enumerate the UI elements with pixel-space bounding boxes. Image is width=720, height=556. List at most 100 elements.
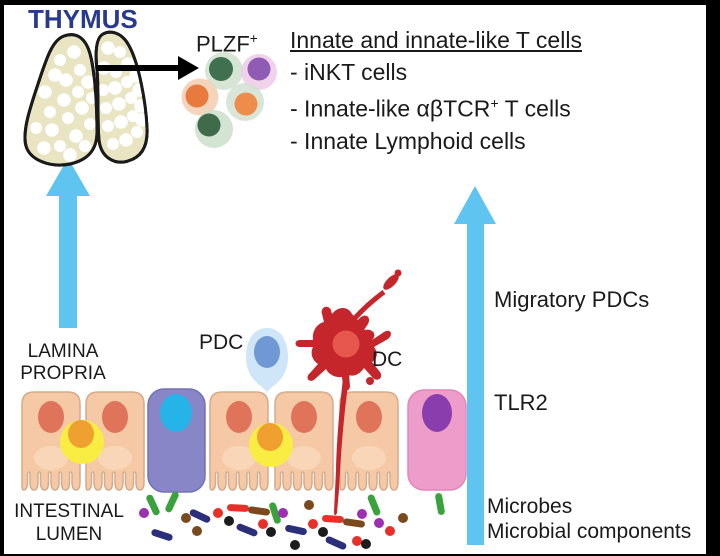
microbe-dot xyxy=(352,536,362,546)
epithelial-cell-nucleus xyxy=(291,401,317,433)
right-up-arrow xyxy=(454,186,496,545)
innate-list-heading: Innate and innate-like T cells xyxy=(290,27,582,53)
epithelial-cell-nucleus xyxy=(226,401,252,433)
thymus-dot xyxy=(45,123,59,137)
epithelial-cell xyxy=(339,391,399,491)
innate-list-item-abtcr: - Innate-like αβTCR+ T cells xyxy=(290,88,582,125)
thymus-dot xyxy=(119,133,133,147)
thymus-dot xyxy=(63,148,77,162)
lamina-propria-label: LAMINA PROPRIA xyxy=(10,341,116,385)
tlr2-cell-nucleus xyxy=(422,394,452,432)
abtcr-post: T cells xyxy=(498,95,571,122)
goblet-cell-2 xyxy=(249,423,293,467)
m-cell xyxy=(147,388,206,493)
goblet-cell-1-nucleus xyxy=(68,420,94,448)
microbial-components-label: Microbial components xyxy=(487,520,692,543)
microbe-dot xyxy=(192,526,202,536)
lumen-line1: INTESTINAL xyxy=(14,501,124,522)
microbe-dot xyxy=(308,519,318,529)
microbe-rod xyxy=(165,491,179,513)
lamina-line2: PROPRIA xyxy=(20,363,106,384)
migratory-pdcs-label: Migratory PDCs xyxy=(494,287,650,312)
innate-list-item-ilc: - Innate Lymphoid cells xyxy=(290,127,526,154)
thymus-dot xyxy=(131,126,143,138)
frame-border-right xyxy=(706,0,720,556)
epithelial-cell xyxy=(209,391,269,491)
microbe-dot xyxy=(385,526,395,536)
microbe-rod xyxy=(367,494,381,516)
microbe-dot xyxy=(224,516,234,526)
microbe-dot xyxy=(398,513,408,523)
thymus-dot xyxy=(62,112,74,124)
thymus-illustration xyxy=(23,30,149,167)
microbe-dot xyxy=(278,508,288,518)
intestinal-lumen-label: INTESTINAL LUMEN xyxy=(10,500,128,546)
thymus-dot xyxy=(100,102,112,114)
microbe-rod xyxy=(322,514,344,524)
thymus-dot xyxy=(38,85,52,99)
plzf-cell-cluster xyxy=(181,52,277,148)
microbe-dot xyxy=(258,519,268,529)
thymus-dot xyxy=(74,64,86,76)
dc-transepithelial-dendrite xyxy=(334,370,350,516)
microbe-dot xyxy=(357,509,367,519)
epithelium xyxy=(21,391,399,491)
lumen-line2: LUMEN xyxy=(35,524,103,545)
thymus-dot xyxy=(37,141,51,155)
dc-upper-dendrite xyxy=(352,289,386,321)
thymus-dot xyxy=(48,68,62,82)
microbes-label: Microbes xyxy=(487,495,573,518)
thymus-to-plzf-arrow xyxy=(96,56,199,80)
left-up-arrow xyxy=(46,158,90,328)
goblet-cell-2-nucleus xyxy=(257,423,283,451)
dc-cell xyxy=(295,269,402,516)
microbe-rod xyxy=(435,493,445,515)
microbe-rod xyxy=(248,506,270,516)
frame-border-left xyxy=(0,0,4,556)
thymus-dot xyxy=(108,81,122,95)
microbe-dot xyxy=(361,539,371,549)
microbe-rod xyxy=(151,529,173,541)
epithelial-cell xyxy=(21,391,81,491)
frame-border-top xyxy=(0,0,720,5)
microbe-rod xyxy=(285,524,307,536)
dc-nucleus xyxy=(332,330,360,358)
abtcr-sup: + xyxy=(490,96,499,112)
microbe-rod xyxy=(269,502,281,524)
epithelial-cell xyxy=(274,391,334,491)
thymus-dot xyxy=(57,93,71,107)
thymus-dot xyxy=(54,140,66,152)
plzf-label: PLZF+ xyxy=(196,31,258,57)
microbe-dot xyxy=(374,518,384,528)
thymus-dot xyxy=(101,41,115,55)
frame-border-bottom xyxy=(0,554,720,556)
thymus-dot xyxy=(75,101,89,115)
microbe-dot xyxy=(318,527,328,537)
pdc-label: PDC xyxy=(199,331,244,354)
microbe-rod xyxy=(343,518,365,528)
plzf-label-sup: + xyxy=(249,31,258,46)
thymus-dot xyxy=(107,138,119,150)
dc-label: DC xyxy=(372,348,403,371)
microbe-dot xyxy=(266,527,276,537)
abtcr-pre: - Innate-like αβTCR xyxy=(290,95,491,122)
microbe-dot xyxy=(304,500,314,510)
thymus-dot xyxy=(81,75,95,89)
tlr2-cell xyxy=(407,389,467,491)
microbe-dot xyxy=(181,513,191,523)
plzf-label-text: PLZF xyxy=(196,31,250,57)
thymus-dot xyxy=(69,129,83,143)
m-cell-nucleus xyxy=(160,394,192,432)
thymus-dot xyxy=(59,73,73,87)
innate-t-cell-list: Innate and innate-like T cells - iNKT ce… xyxy=(290,24,582,157)
thymus-dot xyxy=(114,115,128,129)
thymus-dot xyxy=(30,122,42,134)
thymus-dot xyxy=(125,92,137,104)
epithelial-cell-nucleus xyxy=(102,401,128,433)
lamina-line1: LAMINA xyxy=(27,341,99,362)
microbe-rod xyxy=(189,509,211,523)
thymus-dot xyxy=(54,54,66,66)
microbe-dot xyxy=(290,540,300,550)
microbe-dot xyxy=(213,508,223,518)
